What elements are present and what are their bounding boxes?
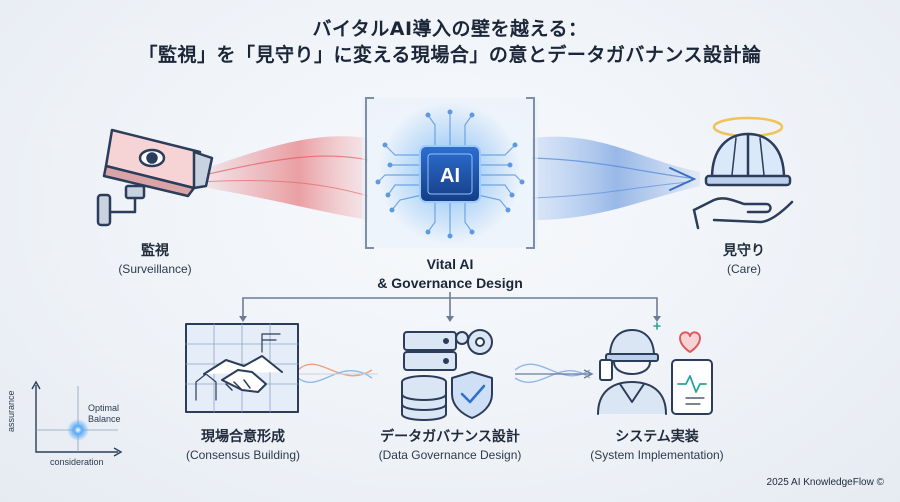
handshake-blueprint-icon bbox=[185, 323, 299, 413]
balance-mini-chart bbox=[31, 380, 123, 457]
care-label-jp: 見守り bbox=[723, 243, 765, 259]
helmet-care-icon bbox=[692, 116, 794, 230]
ai-chip-text: AI bbox=[440, 165, 460, 187]
step-consensus-en: (Consensus Building) bbox=[185, 448, 301, 462]
step-consensus-jp: 現場合意形成 bbox=[201, 429, 285, 445]
title-line-2: 「監視」を「見守り」に変える現場合」の意とデータガバナンス設計論 bbox=[138, 44, 762, 66]
optimal-balance-label-1: Optimal bbox=[88, 403, 120, 413]
care-label-en: (Care) bbox=[726, 262, 761, 276]
step-implementation-en: (System Implementation) bbox=[590, 448, 724, 462]
security-camera-icon bbox=[96, 128, 214, 227]
worker-tablet-icon bbox=[597, 322, 713, 415]
surveillance-label: 監視 (Surveillance) bbox=[105, 240, 205, 276]
surveillance-flow bbox=[195, 136, 369, 220]
mini-chart-y-label: assurance bbox=[6, 390, 16, 432]
title-line-1: バイタルAI導入の壁を越える： bbox=[312, 18, 588, 40]
step-governance-label: データガバナンス設計 (Data Governance Design) bbox=[360, 426, 540, 462]
optimal-balance-label: Optimal Balance bbox=[88, 403, 121, 425]
center-label: Vital AI & Governance Design bbox=[330, 255, 570, 293]
surveillance-label-jp: 監視 bbox=[141, 243, 169, 259]
copyright-notice: 2025 AI KnowledgeFlow © bbox=[766, 477, 884, 488]
surveillance-label-en: (Surveillance) bbox=[118, 262, 192, 276]
step-implementation-label: システム実装 (System Implementation) bbox=[572, 426, 742, 462]
center-label-line-2: & Governance Design bbox=[377, 275, 523, 291]
center-label-line-1: Vital AI bbox=[426, 256, 474, 272]
step-flow-1 bbox=[297, 363, 378, 384]
optimal-balance-label-2: Balance bbox=[88, 414, 121, 424]
connector-arrowheads bbox=[239, 316, 661, 322]
step-governance-jp: データガバナンス設計 bbox=[380, 429, 520, 445]
mini-chart-x-label: consideration bbox=[50, 457, 104, 467]
step-flow-2 bbox=[514, 363, 594, 384]
care-flow bbox=[531, 136, 700, 220]
step-implementation-jp: システム実装 bbox=[615, 429, 699, 445]
step-governance-en: (Data Governance Design) bbox=[378, 448, 522, 462]
step-consensus-label: 現場合意形成 (Consensus Building) bbox=[163, 426, 323, 462]
optimal-balance-point bbox=[67, 419, 89, 441]
ai-chip-panel bbox=[362, 97, 538, 249]
care-label: 見守り (Care) bbox=[694, 240, 794, 276]
branch-connectors bbox=[242, 292, 658, 318]
server-shield-icon bbox=[401, 329, 493, 421]
